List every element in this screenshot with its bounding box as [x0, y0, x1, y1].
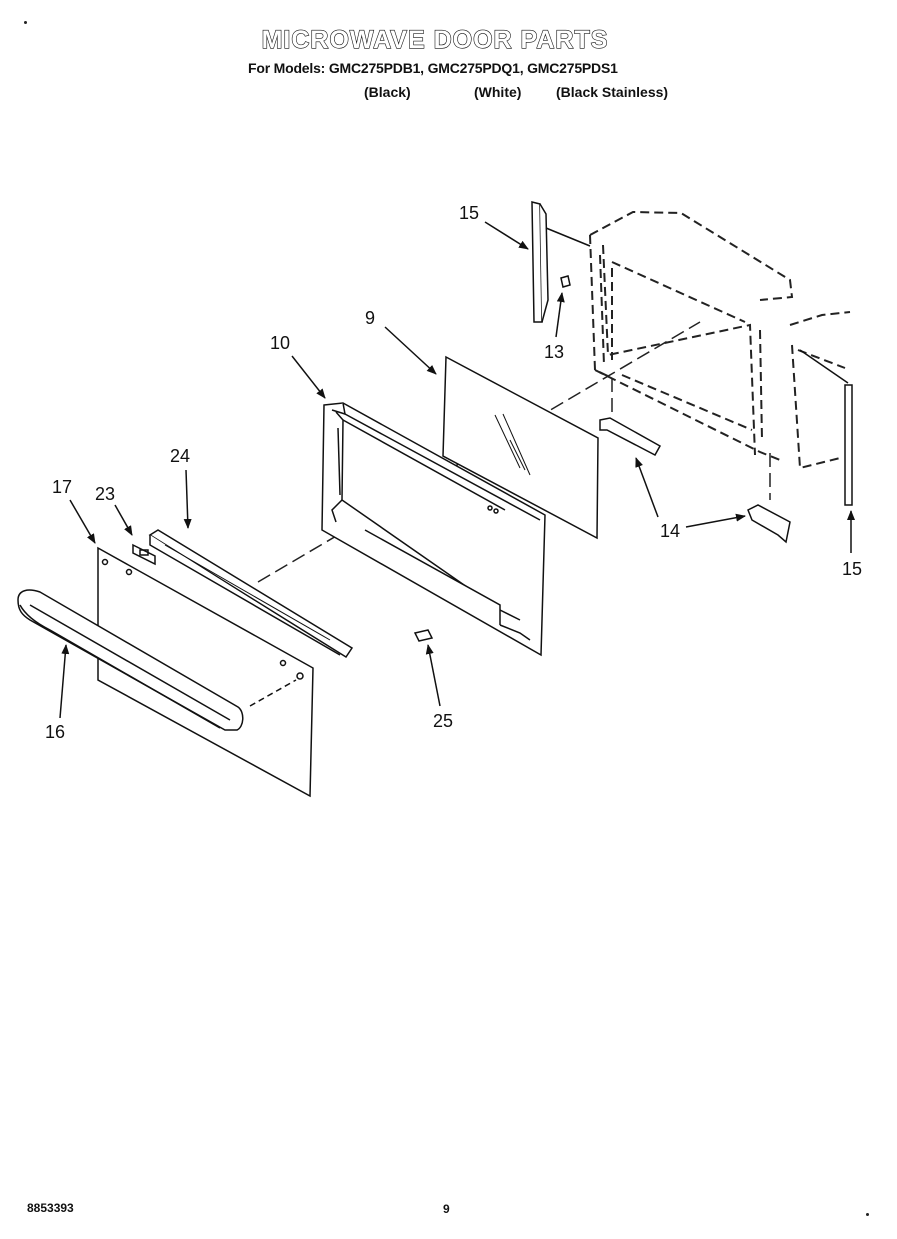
door-handle-part-16	[17, 589, 244, 731]
clip-part-13	[560, 275, 571, 288]
color-label-black: (Black)	[364, 84, 411, 100]
callout-13: 13	[544, 342, 564, 362]
door-seal-strip-left	[531, 201, 591, 323]
callout-9: 9	[365, 308, 375, 328]
models-line: For Models: GMC275PDB1, GMC275PDQ1, GMC2…	[248, 60, 618, 76]
trim-strip-part-24	[148, 529, 354, 659]
corner-mark	[866, 1213, 869, 1216]
microwave-cavity-outline	[589, 210, 851, 470]
corner-mark	[24, 21, 27, 24]
page-title: MICROWAVE DOOR PARTS	[261, 25, 609, 54]
callout-15-right: 15	[842, 559, 862, 579]
callout-16: 16	[45, 722, 65, 742]
callout-14: 14	[660, 521, 680, 541]
page-number: 9	[443, 1202, 450, 1216]
leader-arrows	[59, 221, 855, 719]
callout-17: 17	[52, 477, 72, 497]
door-seal-strip-right	[799, 349, 853, 506]
callout-24: 24	[170, 446, 190, 466]
callout-15-left: 15	[459, 203, 479, 223]
color-label-black-stainless: (Black Stainless)	[556, 84, 669, 100]
glass-panel-part-9	[442, 355, 599, 540]
callout-25: 25	[433, 711, 453, 731]
door-frame-part-10	[321, 402, 546, 657]
callout-10: 10	[270, 333, 290, 353]
pad-part-25	[413, 629, 434, 642]
alignment-lines	[257, 321, 771, 583]
badge-part-23	[132, 543, 156, 566]
callout-23: 23	[95, 484, 115, 504]
document-code: 8853393	[27, 1201, 74, 1215]
hinge-bracket-part-14	[599, 417, 791, 544]
color-label-white: (White)	[474, 84, 522, 100]
